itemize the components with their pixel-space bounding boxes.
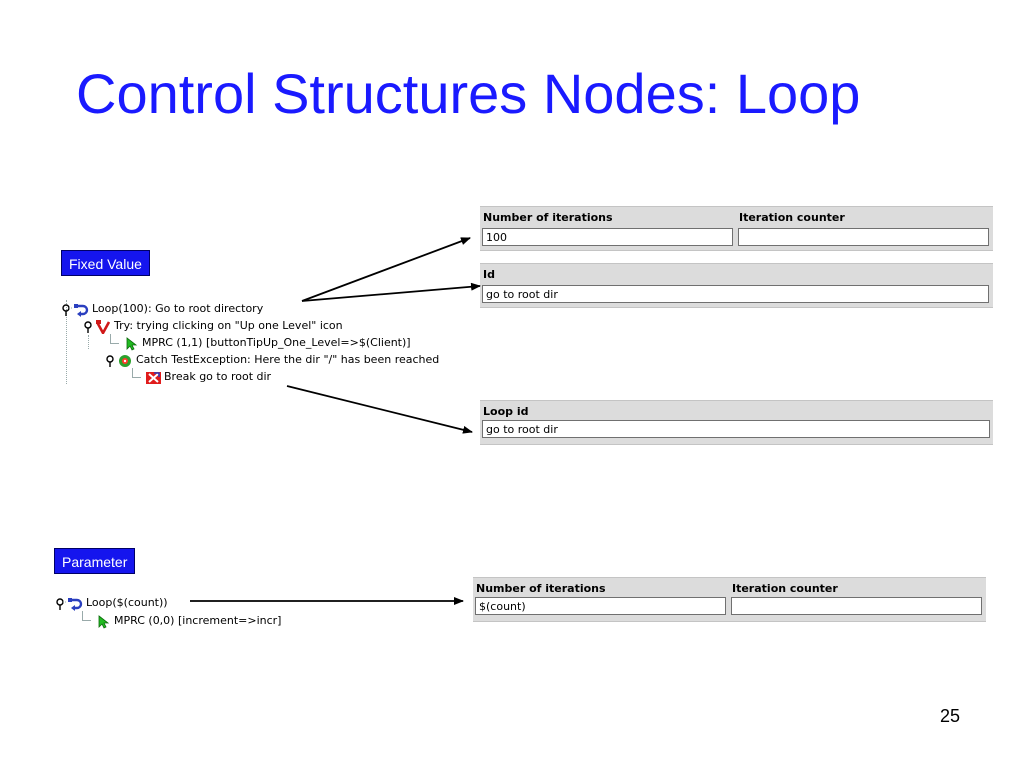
- tree-connector: [82, 611, 91, 621]
- id-label: Id: [483, 268, 495, 281]
- tree-node-loop[interactable]: Loop($(count)): [54, 594, 168, 611]
- tree-guide-line: [88, 335, 89, 349]
- mprc-icon: [96, 614, 110, 629]
- tree-node-mprc[interactable]: MPRC (1,1) [buttonTipUp_One_Level=>$(Cli…: [124, 334, 411, 351]
- tree-connector: [110, 334, 119, 344]
- tree-node-label: Loop($(count)): [86, 596, 168, 609]
- parameter-tag: Parameter: [54, 548, 136, 574]
- iteration-counter-field[interactable]: [738, 228, 989, 246]
- tree-node-label: Try: trying clicking on "Up one Level" i…: [114, 319, 343, 332]
- tree-guide-line: [66, 300, 67, 384]
- expand-handle-icon[interactable]: [82, 319, 96, 333]
- tree-node-loop[interactable]: Loop(100): Go to root directory: [60, 300, 263, 317]
- tree-node-label: MPRC (0,0) [increment=>incr]: [114, 614, 282, 627]
- tree-node-mprc[interactable]: MPRC (0,0) [increment=>incr]: [96, 612, 281, 629]
- tree-node-label: MPRC (1,1) [buttonTipUp_One_Level=>$(Cli…: [142, 336, 411, 349]
- mprc-icon: [124, 336, 138, 351]
- tree-node-catch[interactable]: Catch TestException: Here the dir "/" ha…: [104, 351, 439, 368]
- arrow-to-iterations: [301, 237, 471, 302]
- tree-node-label: Catch TestException: Here the dir "/" ha…: [136, 353, 440, 366]
- loop-icon: [74, 302, 89, 317]
- number-of-iterations-field[interactable]: $(count): [475, 597, 726, 615]
- loop-id-field[interactable]: go to root dir: [482, 420, 990, 438]
- number-of-iterations-label: Number of iterations: [483, 211, 613, 224]
- break-icon: [146, 370, 161, 384]
- tree-node-break[interactable]: Break go to root dir: [146, 368, 271, 385]
- arrow-to-loop-id: [286, 385, 473, 434]
- slide-title: Control Structures Nodes: Loop: [76, 62, 861, 125]
- number-of-iterations-field[interactable]: 100: [482, 228, 733, 246]
- iteration-counter-label: Iteration counter: [732, 582, 838, 595]
- expand-handle-icon[interactable]: [104, 353, 118, 367]
- tree-node-label: Loop(100): Go to root directory: [92, 302, 264, 315]
- expand-handle-icon[interactable]: [60, 302, 74, 316]
- iterations-panel-parameter: Number of iterations Iteration counter $…: [473, 577, 986, 622]
- iteration-counter-field[interactable]: [731, 597, 982, 615]
- try-icon: [95, 319, 111, 336]
- catch-icon: [118, 353, 132, 367]
- expand-handle-icon[interactable]: [54, 596, 68, 610]
- iterations-panel-fixed: Number of iterations Iteration counter 1…: [480, 206, 993, 251]
- id-panel: Id go to root dir: [480, 263, 993, 308]
- loop-id-panel: Loop id go to root dir: [480, 400, 993, 445]
- loop-id-label: Loop id: [483, 405, 529, 418]
- tree-node-label: Break go to root dir: [164, 370, 272, 383]
- iteration-counter-label: Iteration counter: [739, 211, 845, 224]
- page-number: 25: [940, 706, 961, 726]
- id-field[interactable]: go to root dir: [482, 285, 989, 303]
- loop-icon: [68, 596, 83, 611]
- number-of-iterations-label: Number of iterations: [476, 582, 606, 595]
- arrow-to-id: [301, 282, 481, 302]
- tree-node-try[interactable]: Try: trying clicking on "Up one Level" i…: [82, 317, 343, 336]
- fixed-value-tag: Fixed Value: [61, 250, 150, 276]
- tree-connector: [132, 368, 141, 378]
